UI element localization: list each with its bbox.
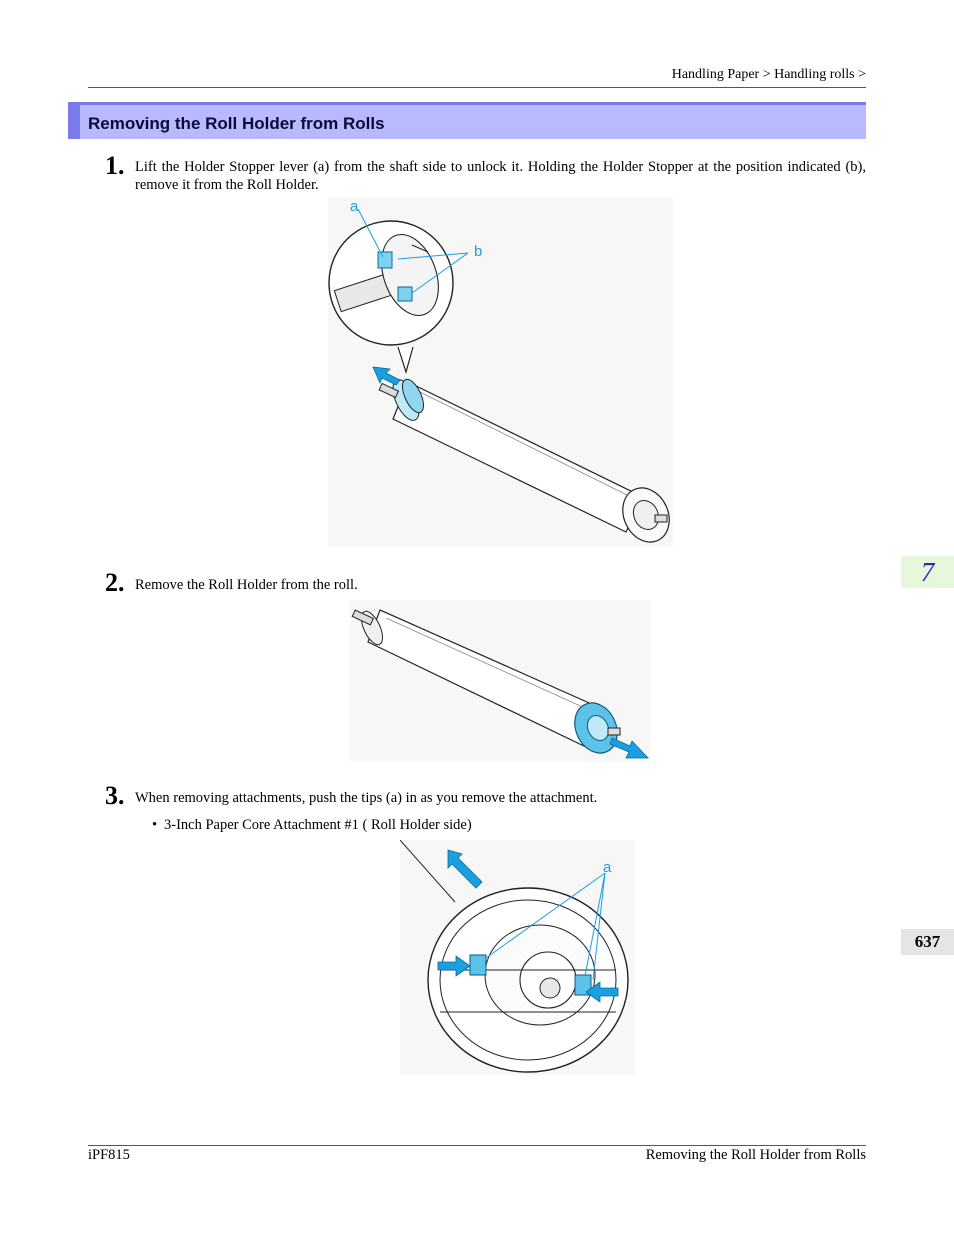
paper-roll bbox=[351, 609, 621, 754]
callout-a: a bbox=[350, 198, 359, 215]
bullet-item: • 3-Inch Paper Core Attachment #1 ( Roll … bbox=[152, 817, 472, 834]
push-arrow-left bbox=[437, 955, 471, 977]
detail-zoom-bubble bbox=[328, 220, 454, 375]
breadcrumb: Handling Paper > Handling rolls > bbox=[671, 67, 866, 82]
step-1-text: Lift the Holder Stopper lever (a) from t… bbox=[135, 159, 866, 193]
callout-a: a bbox=[603, 859, 612, 876]
step-3-text: When removing attachments, push the tips… bbox=[135, 790, 598, 806]
step-3-illustration: a bbox=[400, 840, 635, 1075]
step-3-number: 3. bbox=[105, 781, 125, 810]
page-number-tab: 637 bbox=[901, 929, 954, 955]
bullet-text: 3-Inch Paper Core Attachment #1 ( Roll H… bbox=[164, 817, 472, 833]
footer-model: iPF815 bbox=[88, 1147, 130, 1163]
section-title: Removing the Roll Holder from Rolls bbox=[88, 114, 385, 133]
pull-arrow bbox=[447, 849, 483, 889]
removal-arrow bbox=[609, 737, 649, 759]
footer-section-title: Removing the Roll Holder from Rolls bbox=[645, 1147, 866, 1163]
step-2-text: Remove the Roll Holder from the roll. bbox=[135, 577, 358, 593]
step-2-illustration bbox=[350, 600, 650, 762]
core-attachment bbox=[427, 887, 629, 1073]
push-arrow-right bbox=[585, 981, 619, 1003]
paper-roll bbox=[378, 378, 670, 543]
step-1-illustration: a b bbox=[328, 197, 673, 547]
step-1-number: 1. bbox=[105, 151, 125, 180]
section-bar-accent bbox=[68, 105, 80, 139]
header-rule bbox=[88, 87, 866, 88]
callout-b: b bbox=[474, 243, 482, 260]
bullet-dot: • bbox=[152, 817, 158, 833]
removal-arrow bbox=[372, 366, 401, 386]
step-2-number: 2. bbox=[105, 568, 125, 597]
chapter-tab[interactable]: 7 bbox=[901, 556, 954, 588]
section-title-bar: Removing the Roll Holder from Rolls bbox=[68, 102, 866, 139]
footer-rule bbox=[88, 1145, 866, 1146]
